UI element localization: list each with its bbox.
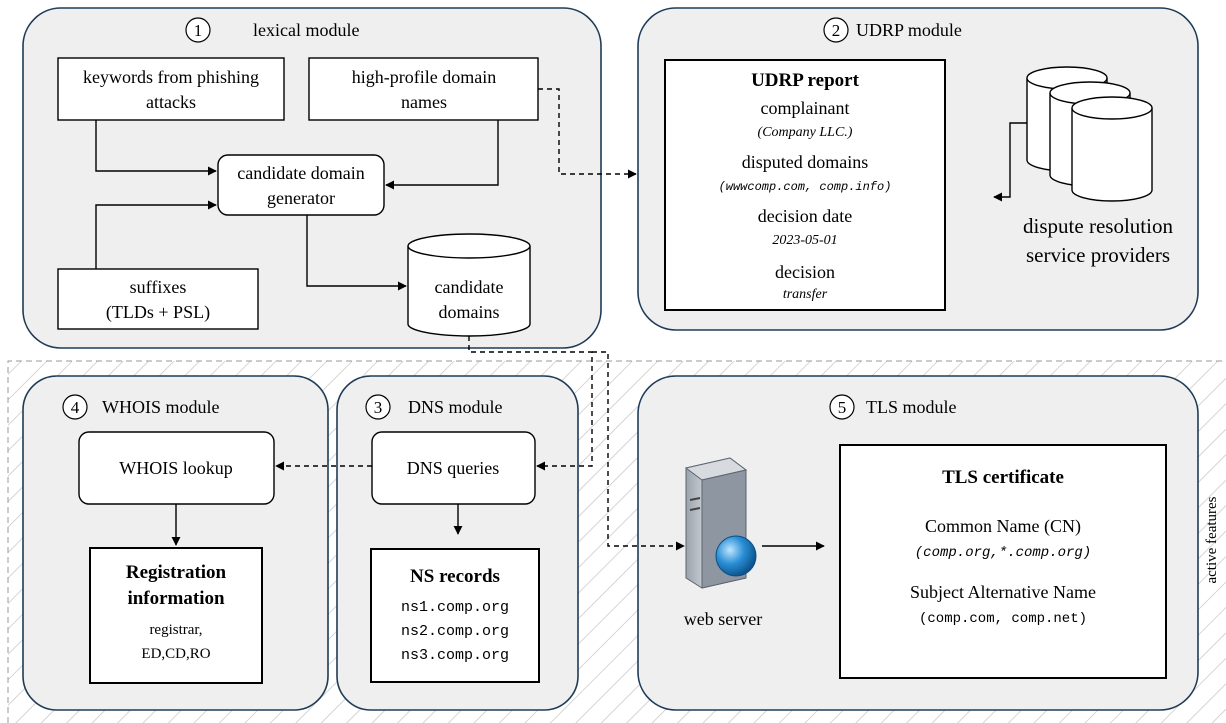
arrow-highprofile-to-generator: [385, 120, 499, 190]
registration-info-box: Registration information registrar, ED,C…: [89, 547, 263, 684]
svg-text:domains: domains: [439, 302, 500, 322]
module-number-badge: [62, 394, 88, 420]
candidate-domains-cylinder: candidate domains: [407, 233, 531, 337]
whois-module-panel: 4 WHOIS module WHOIS lookup Registration…: [22, 375, 329, 711]
arrow-highprofile-to-udrp: [538, 88, 637, 179]
arrow-generator-to-candidates: [306, 215, 407, 291]
svg-text:Common Name (CN): Common Name (CN): [925, 516, 1081, 537]
svg-text:attacks: attacks: [146, 92, 196, 112]
whois-module-title: WHOIS module: [102, 397, 219, 417]
svg-text:Subject Alternative Name: Subject Alternative Name: [910, 582, 1096, 602]
dns-queries-box: DNS queries: [371, 431, 536, 505]
lexical-module-title: lexical module: [253, 20, 359, 40]
svg-text:ns1.comp.org: ns1.comp.org: [401, 599, 509, 616]
svg-text:high-profile domain: high-profile domain: [352, 67, 496, 87]
svg-text:1: 1: [194, 21, 203, 40]
database-stack-icon: [1026, 66, 1153, 202]
web-server-label: web server: [684, 609, 762, 629]
svg-text:decision date: decision date: [758, 206, 852, 226]
svg-text:Registration: Registration: [126, 562, 227, 583]
svg-text:ns2.comp.org: ns2.comp.org: [401, 623, 509, 640]
svg-text:WHOIS lookup: WHOIS lookup: [119, 458, 233, 478]
svg-text:information: information: [127, 588, 225, 609]
suffixes-box: suffixes (TLDs + PSL): [57, 268, 259, 330]
arrow-providers-to-report: [993, 122, 1027, 202]
svg-text:transfer: transfer: [783, 287, 828, 302]
svg-text:(comp.com, comp.net): (comp.com, comp.net): [919, 611, 1087, 627]
svg-text:NS records: NS records: [410, 566, 500, 587]
tls-module-title: TLS module: [866, 397, 957, 417]
udrp-module-panel: 2 UDRP module UDRP report complainant (C…: [637, 7, 1199, 331]
arrow-candidates-to-webserver: [592, 351, 685, 551]
svg-text:generator: generator: [267, 188, 335, 208]
svg-text:3: 3: [374, 398, 383, 417]
svg-text:(Company LLC.): (Company LLC.): [758, 125, 853, 140]
svg-text:2: 2: [832, 21, 841, 40]
module-number-badge: [829, 394, 855, 420]
svg-text:4: 4: [71, 398, 80, 417]
udrp-report-box: UDRP report complainant (Company LLC.) d…: [664, 59, 946, 311]
svg-text:decision: decision: [775, 262, 835, 282]
module-number-badge: [823, 17, 849, 43]
svg-text:registrar,: registrar,: [149, 622, 202, 638]
module-number-badge: [365, 394, 391, 420]
dns-module-title: DNS module: [408, 397, 503, 417]
svg-text:ns3.comp.org: ns3.comp.org: [401, 647, 509, 664]
svg-text:candidate domain: candidate domain: [237, 163, 364, 183]
high-profile-domains-box: high-profile domain names: [308, 57, 539, 121]
svg-text:UDRP report: UDRP report: [751, 70, 859, 91]
svg-text:complainant: complainant: [761, 98, 850, 118]
tls-module-panel: 5 TLS module web server TLS certificate …: [637, 375, 1199, 711]
svg-text:(TLDs + PSL): (TLDs + PSL): [106, 302, 210, 323]
dispute-providers-label-2: service providers: [1026, 243, 1170, 267]
module-number-badge: [185, 17, 211, 43]
svg-text:candidate: candidate: [435, 277, 504, 297]
svg-text:keywords from phishing: keywords from phishing: [83, 67, 259, 87]
svg-text:(comp.org,*.comp.org): (comp.org,*.comp.org): [915, 545, 1091, 561]
ns-records-box: NS records ns1.comp.org ns2.comp.org ns3…: [370, 548, 540, 683]
svg-text:disputed domains: disputed domains: [742, 152, 869, 172]
arrow-suffixes-to-generator: [95, 200, 217, 269]
tls-certificate-box: TLS certificate Common Name (CN) (comp.o…: [839, 444, 1167, 679]
candidate-domain-generator-box: candidate domain generator: [217, 154, 385, 216]
svg-text:names: names: [401, 92, 447, 112]
active-features-label: active features: [1204, 496, 1220, 583]
lexical-module-panel: 1 lexical module keywords from phishing …: [22, 7, 602, 349]
whois-lookup-box: WHOIS lookup: [78, 431, 275, 505]
svg-text:5: 5: [838, 398, 847, 417]
arrow-keywords-to-generator: [95, 120, 217, 176]
keywords-box: keywords from phishing attacks: [57, 57, 285, 121]
svg-text:TLS certificate: TLS certificate: [942, 467, 1064, 488]
svg-text:suffixes: suffixes: [130, 277, 187, 297]
udrp-module-title: UDRP module: [856, 20, 962, 40]
dispute-providers-label: dispute resolution: [1023, 214, 1173, 238]
svg-text:2023-05-01: 2023-05-01: [772, 233, 837, 248]
svg-text:DNS queries: DNS queries: [407, 458, 500, 478]
dns-module-panel: 3 DNS module DNS queries NS records ns1.…: [275, 375, 579, 711]
svg-text:ED,CD,RO: ED,CD,RO: [141, 646, 210, 662]
svg-text:(wwwcomp.com, comp.info): (wwwcomp.com, comp.info): [719, 180, 892, 194]
web-server-icon: [684, 457, 757, 589]
